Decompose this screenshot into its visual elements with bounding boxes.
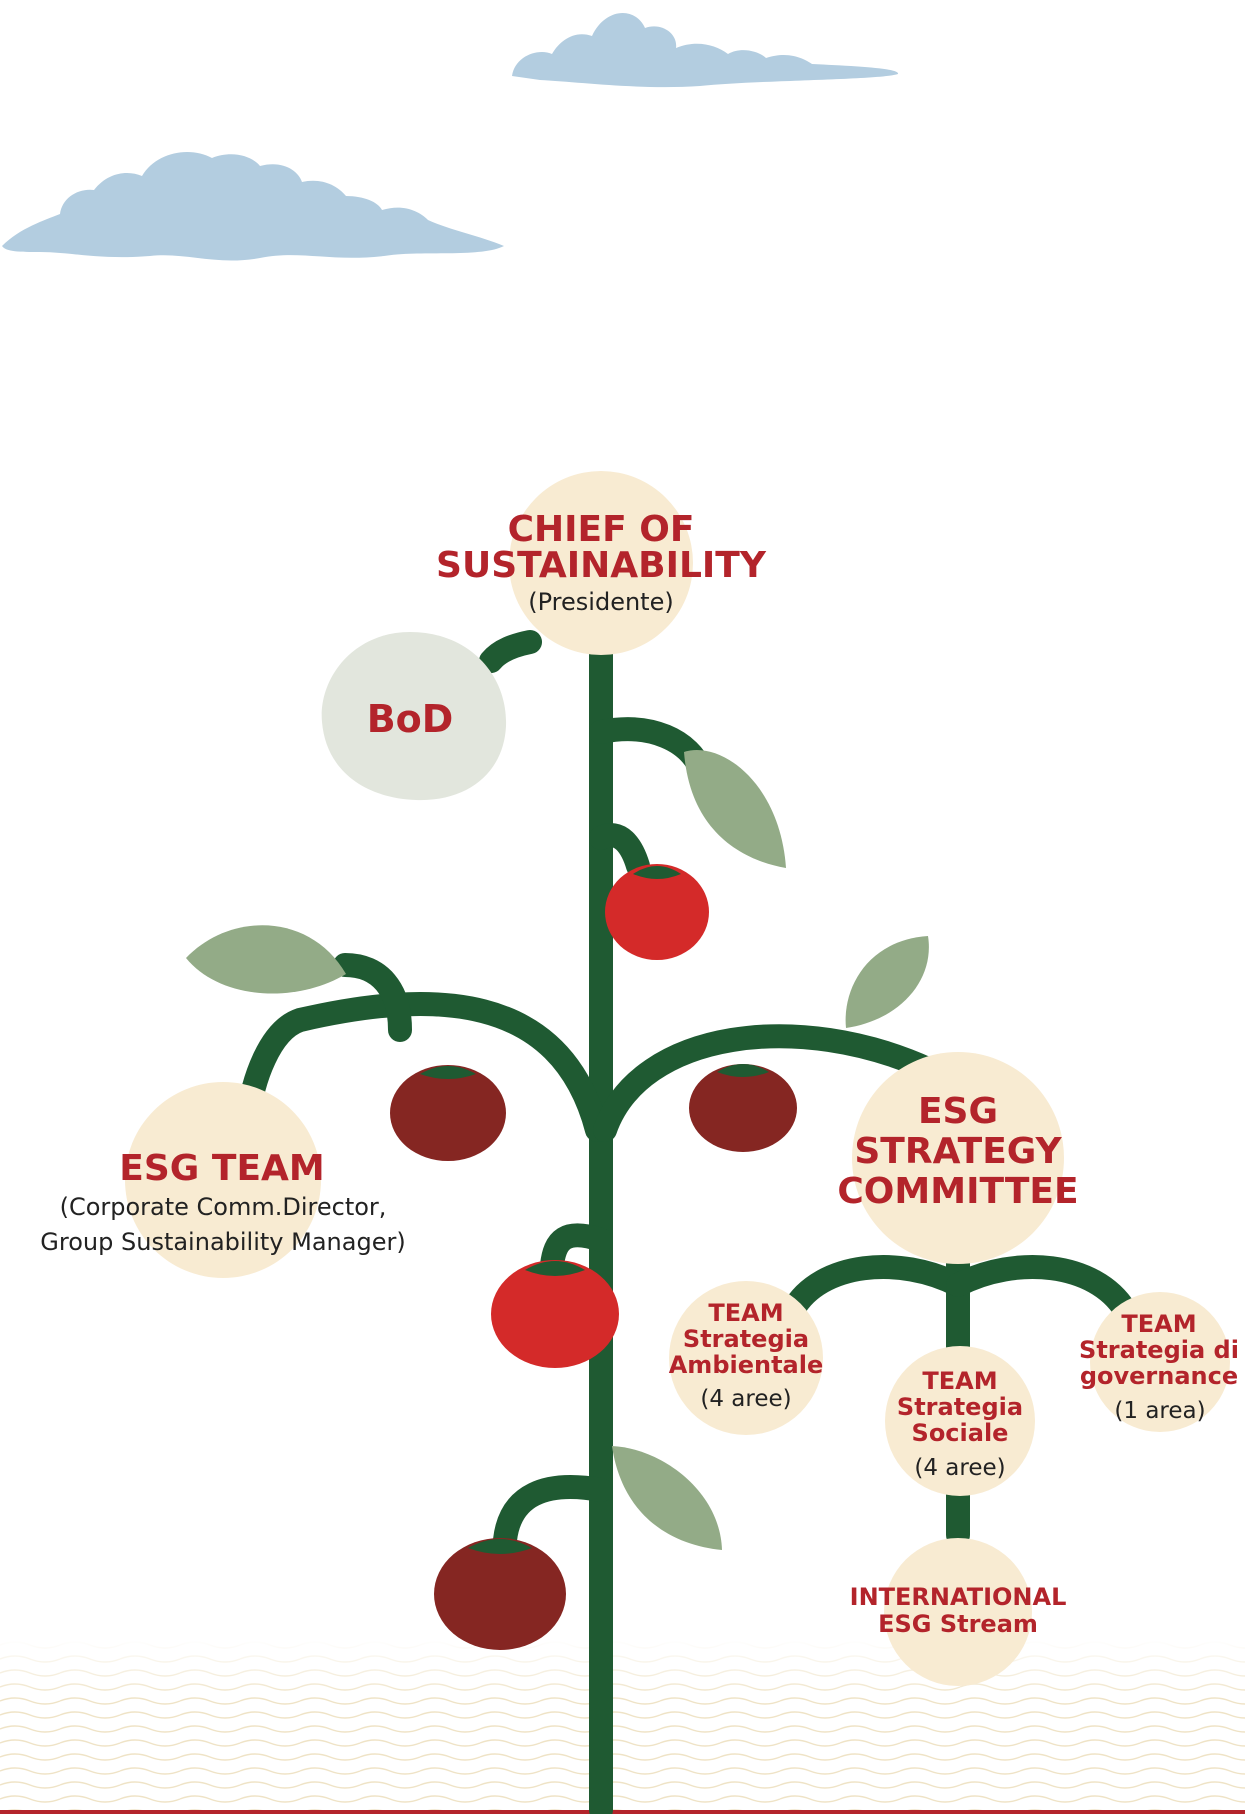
sociale-title-line: Sociale bbox=[911, 1419, 1009, 1447]
esg-team-subtitle-line: Group Sustainability Manager) bbox=[40, 1228, 406, 1256]
bod-node-blob bbox=[321, 632, 507, 801]
sociale-title-line: TEAM bbox=[922, 1367, 998, 1395]
chief-subtitle: (Presidente) bbox=[528, 588, 674, 616]
leaf bbox=[186, 925, 346, 994]
tomato bbox=[491, 1260, 619, 1368]
tomato bbox=[689, 1064, 797, 1152]
governance-node-circle bbox=[1090, 1292, 1230, 1432]
leaf bbox=[845, 936, 929, 1028]
committee-title: ESG STRATEGY COMMITTEE bbox=[818, 1092, 1098, 1212]
governance-subtitle: (1 area) bbox=[1114, 1398, 1206, 1424]
tomato bbox=[434, 1538, 566, 1650]
sociale-subtitle: (4 aree) bbox=[914, 1455, 1006, 1481]
bod-title: BoD bbox=[366, 697, 454, 741]
committee-title-line: ESG bbox=[917, 1091, 999, 1132]
esg-team-subtitle: (Corporate Comm.Director, Group Sustaina… bbox=[0, 1190, 446, 1260]
chief-title: CHIEF OF SUSTAINABILITY bbox=[430, 512, 772, 584]
sociale-title: TEAM Strategia Sociale bbox=[860, 1368, 1060, 1446]
chief-title-line: SUSTAINABILITY bbox=[436, 545, 766, 586]
international-node-circle bbox=[884, 1538, 1032, 1686]
sociale-node-circle bbox=[885, 1346, 1035, 1496]
committee-title-line: STRATEGY bbox=[854, 1131, 1062, 1172]
ground-line bbox=[0, 1810, 1245, 1814]
leaf bbox=[684, 749, 786, 868]
tomato bbox=[390, 1065, 506, 1161]
esg-team-subtitle-line: (Corporate Comm.Director, bbox=[59, 1193, 387, 1221]
ambientale-title-line: Strategia bbox=[682, 1325, 810, 1353]
tomato bbox=[605, 864, 709, 960]
governance-title-line: TEAM bbox=[1121, 1310, 1197, 1338]
ambientale-subtitle: (4 aree) bbox=[700, 1386, 792, 1412]
committee-node-circle bbox=[852, 1052, 1064, 1264]
international-title-line: ESG Stream bbox=[878, 1610, 1038, 1638]
governance-title: TEAM Strategia di governance bbox=[1073, 1311, 1245, 1389]
ambientale-title: TEAM Strategia Ambientale bbox=[646, 1300, 846, 1378]
governance-title-line: governance bbox=[1079, 1362, 1239, 1390]
chief-node-circle bbox=[509, 471, 693, 655]
committee-title-line: COMMITTEE bbox=[837, 1171, 1079, 1212]
international-title: INTERNATIONAL ESG Stream bbox=[818, 1584, 1098, 1638]
governance-title-line: Strategia di bbox=[1079, 1336, 1239, 1364]
ambientale-title-line: Ambientale bbox=[668, 1351, 824, 1379]
cloud bbox=[512, 13, 899, 88]
sociale-title-line: Strategia bbox=[896, 1393, 1024, 1421]
stems bbox=[236, 630, 1137, 1814]
chief-title-line: CHIEF OF bbox=[507, 509, 695, 550]
ambientale-title-line: TEAM bbox=[708, 1299, 784, 1327]
leaf bbox=[612, 1446, 722, 1550]
esg-team-title: ESG TEAM bbox=[119, 1148, 325, 1189]
esg-team-node-circle bbox=[125, 1082, 321, 1278]
international-title-line: INTERNATIONAL bbox=[849, 1583, 1067, 1611]
ambientale-node-circle bbox=[669, 1281, 823, 1435]
cloud bbox=[2, 152, 504, 261]
